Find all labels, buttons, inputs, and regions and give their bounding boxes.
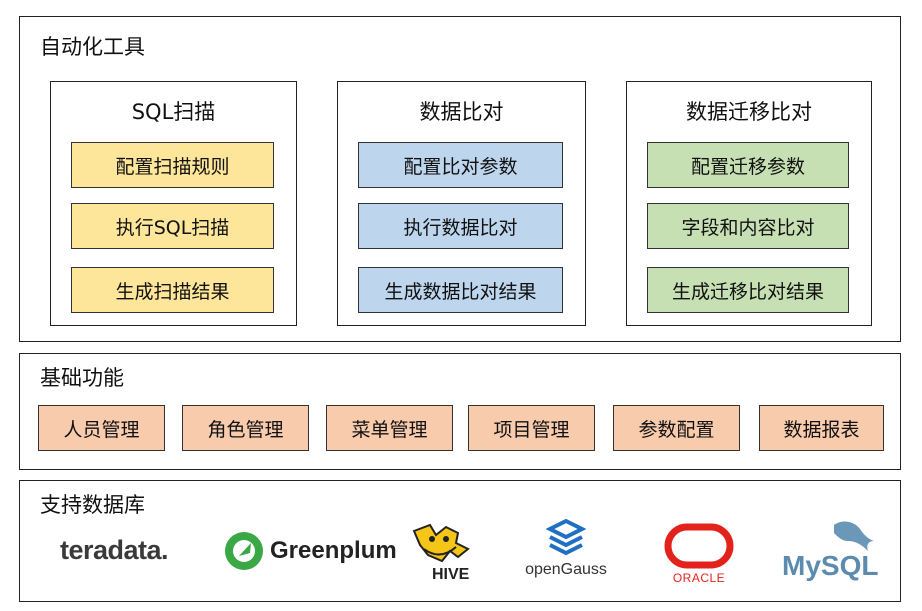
oracle-ring-icon [664, 523, 734, 569]
basic-functions-title: 基础功能 [40, 366, 124, 390]
mysql-wordmark: MySQL [782, 550, 878, 581]
migration-compare-title: 数据迁移比对 [686, 100, 812, 124]
data-compare-title: 数据比对 [419, 100, 504, 124]
generate-migration-results-step: 生成迁移比对结果 [647, 267, 849, 313]
opengauss-wordmark: openGauss [525, 561, 607, 578]
opengauss-layers-icon [545, 518, 587, 556]
configure-migration-params-step: 配置迁移参数 [647, 142, 849, 188]
oracle-wordmark: ORACLE [672, 571, 726, 585]
teradata-wordmark: teradata. [60, 535, 169, 565]
oracle-logo: ORACLE [656, 523, 742, 585]
sql-scan-title: SQL扫描 [131, 100, 216, 124]
menu-management-item: 菜单管理 [326, 405, 453, 451]
data-report-item: 数据报表 [759, 405, 884, 451]
teradata-logo: teradata. [60, 535, 169, 566]
project-management-item: 项目管理 [468, 405, 595, 451]
hive-wordmark: HIVE [432, 566, 470, 583]
migration-compare-group: 数据迁移比对 配置迁移参数 字段和内容比对 生成迁移比对结果 [626, 81, 872, 326]
hive-bee-icon: HIVE [412, 523, 474, 583]
supported-databases-panel: 支持数据库 teradata. Greenplum HIVE openGau [19, 480, 901, 602]
parameter-config-item: 参数配置 [613, 405, 740, 451]
generate-compare-results-step: 生成数据比对结果 [358, 267, 563, 313]
configure-compare-params-step: 配置比对参数 [358, 142, 563, 188]
user-management-item: 人员管理 [38, 405, 165, 451]
run-data-compare-step: 执行数据比对 [358, 203, 563, 249]
hive-logo: HIVE [406, 521, 478, 587]
automation-tools-title: 自动化工具 [40, 35, 145, 59]
greenplum-logo: Greenplum [224, 531, 397, 571]
basic-functions-panel: 基础功能 人员管理 角色管理 菜单管理 项目管理 参数配置 数据报表 [19, 353, 901, 470]
run-sql-scan-step: 执行SQL扫描 [71, 203, 274, 249]
field-content-compare-step: 字段和内容比对 [647, 203, 849, 249]
mysql-logo: MySQL [782, 515, 882, 585]
data-compare-group: 数据比对 配置比对参数 执行数据比对 生成数据比对结果 [337, 81, 586, 326]
generate-scan-results-step: 生成扫描结果 [71, 267, 274, 313]
sql-scan-group: SQL扫描 配置扫描规则 执行SQL扫描 生成扫描结果 [50, 81, 297, 326]
role-management-item: 角色管理 [182, 405, 309, 451]
configure-scan-rules-step: 配置扫描规则 [71, 142, 274, 188]
mysql-dolphin-icon: MySQL [782, 521, 878, 581]
greenplum-wordmark: Greenplum [270, 537, 397, 564]
automation-tools-panel: 自动化工具 SQL扫描 配置扫描规则 执行SQL扫描 生成扫描结果 数据比对 配… [19, 16, 901, 342]
supported-databases-title: 支持数据库 [40, 493, 145, 517]
greenplum-circle-icon [225, 532, 263, 570]
opengauss-logo: openGauss [520, 518, 612, 579]
